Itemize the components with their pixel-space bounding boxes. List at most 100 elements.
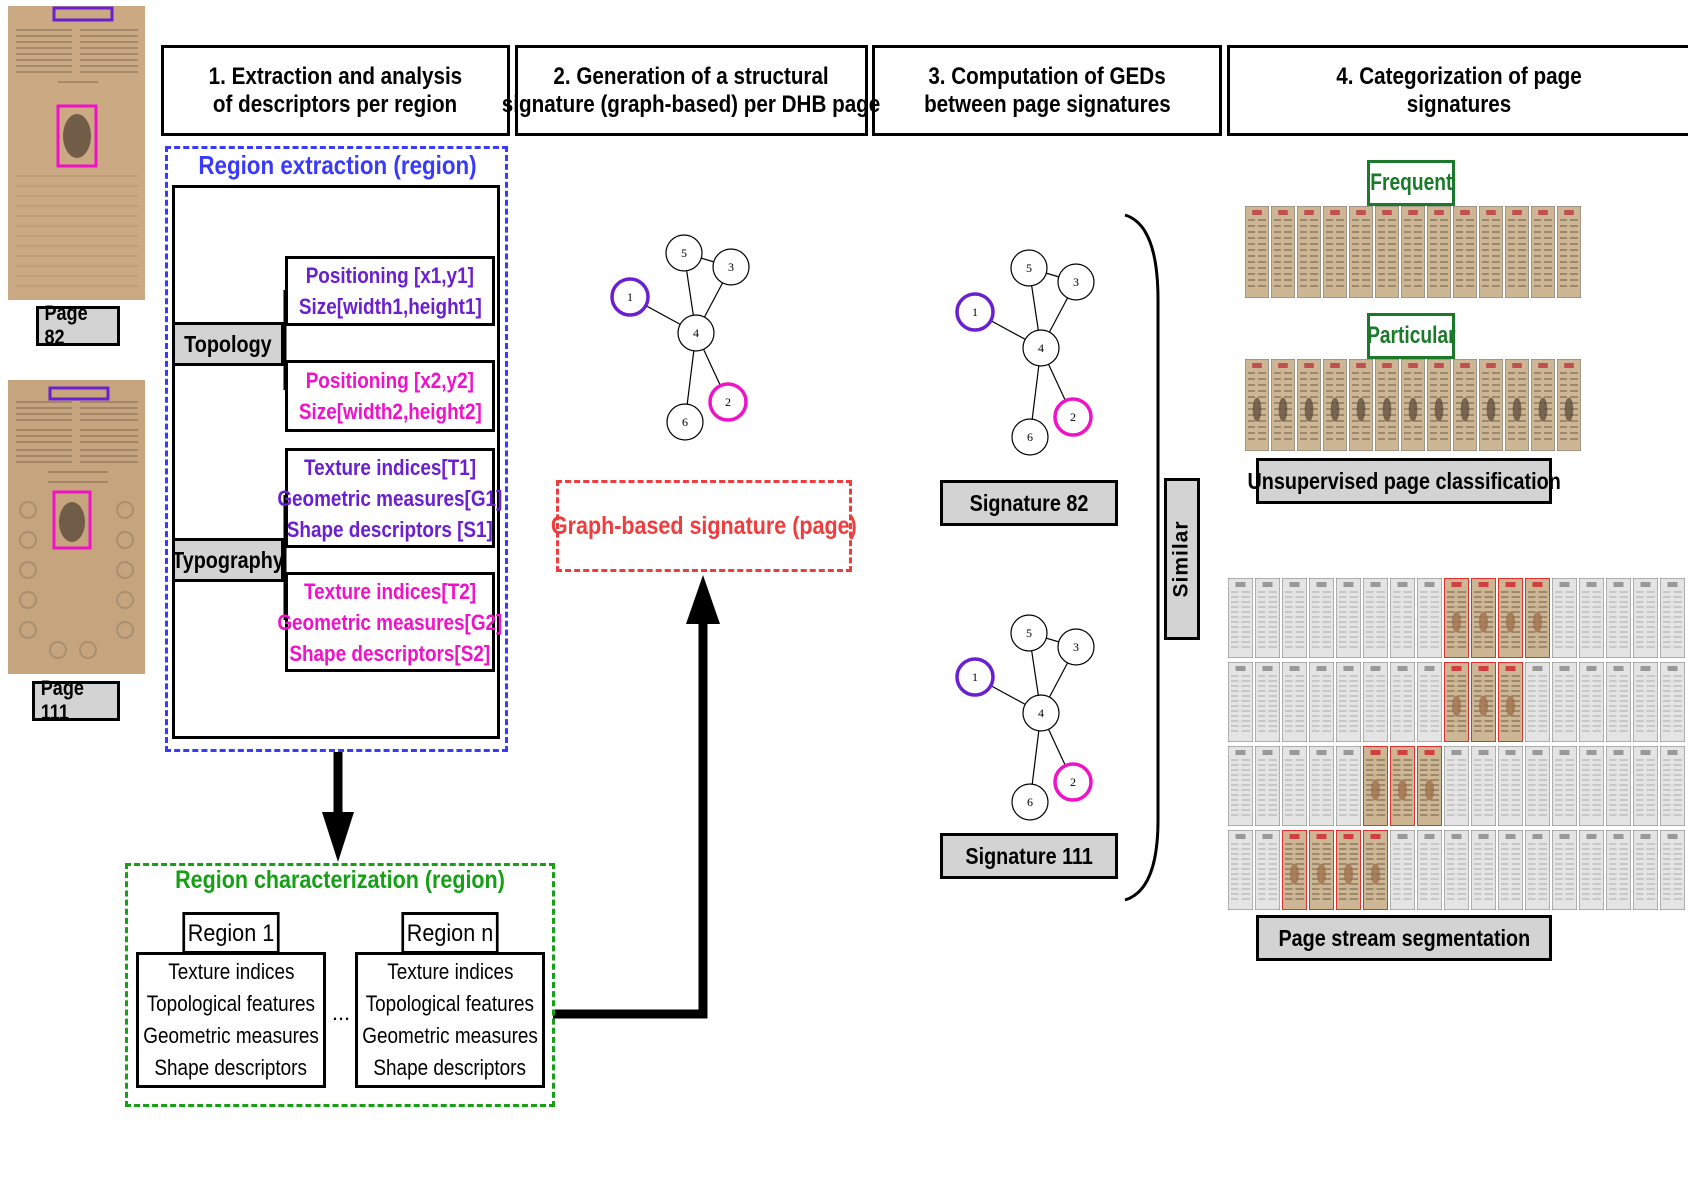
arrow-to-graph-signature	[553, 575, 720, 1019]
region-extraction-title: Region extraction (region)	[198, 150, 477, 180]
step-3-line-1: 3. Computation of GEDs	[928, 62, 1166, 90]
page-thumbnail	[1245, 206, 1269, 298]
page-thumbnail	[1633, 578, 1658, 658]
topology-1-size: Size[width1,height1]	[298, 294, 482, 319]
step-1-line-1: 1. Extraction and analysis	[208, 62, 463, 90]
graph-node-label-2: 2	[725, 395, 731, 409]
step-3-line-2: between page signatures	[923, 90, 1171, 118]
page-thumbnail	[1471, 746, 1496, 826]
page-thumbnail	[1660, 746, 1685, 826]
page-82-label-text: Page 82	[44, 302, 88, 349]
page-thumbnail	[1444, 662, 1469, 742]
page-thumbnail	[1444, 746, 1469, 826]
page-thumbnail	[1552, 746, 1577, 826]
typography-1-geometric: Geometric measures[G1]	[277, 485, 503, 511]
page-thumbnail	[1498, 746, 1523, 826]
graph-node-5	[1010, 249, 1048, 287]
region-1-label: Region 1	[182, 912, 280, 954]
graph-node-1	[610, 277, 650, 317]
page-thumbnail	[1363, 578, 1388, 658]
page-thumbnail	[1579, 662, 1604, 742]
page-thumbnail	[1282, 830, 1307, 910]
region-1-features: Texture indices Topological features Geo…	[136, 952, 326, 1088]
page-thumbnail	[1336, 830, 1361, 910]
page-thumbnail	[1390, 578, 1415, 658]
page-thumbnail	[1349, 359, 1373, 451]
page-thumbnail	[1336, 662, 1361, 742]
page-thumbnail	[1579, 746, 1604, 826]
graph-node-4	[677, 314, 715, 352]
page-thumbnail	[1606, 662, 1631, 742]
similar-label: Similar	[1170, 520, 1194, 598]
graph-node-3	[1057, 628, 1095, 666]
graph-node-label-5: 5	[1026, 626, 1032, 640]
graph-node-label-3: 3	[728, 260, 734, 274]
frequent-pages-strip	[1245, 206, 1688, 302]
page-thumbnail	[1297, 359, 1321, 451]
typography-2-texture: Texture indices[T2]	[303, 578, 477, 604]
page-thumbnail	[1323, 359, 1347, 451]
page-thumbnail	[1606, 830, 1631, 910]
region-characterization-panel	[125, 863, 555, 1107]
page-thumbnail	[1375, 359, 1399, 451]
topology-2-size: Size[width2,height2]	[298, 399, 482, 424]
page-thumbnail	[1525, 746, 1550, 826]
step-4-header: 4. Categorization of page signatures	[1227, 45, 1688, 136]
graph-node-label-3: 3	[1073, 275, 1079, 289]
page-thumbnail	[1471, 830, 1496, 910]
frequent-label: Frequent	[1369, 169, 1453, 196]
graph-node-3	[712, 248, 750, 286]
segmentation-label: Page stream segmentation	[1278, 924, 1530, 951]
typography-region-1-box: Texture indices[T1] Geometric measures[G…	[277, 448, 503, 548]
page-thumbnail	[1390, 830, 1415, 910]
graph-node-3	[1057, 263, 1095, 301]
page-thumbnail	[1390, 746, 1415, 826]
region-n-texture-indices: Texture indices	[386, 959, 514, 984]
step-1-line-2: of descriptors per region	[213, 90, 458, 118]
signature-82-text: Signature 82	[969, 489, 1089, 516]
page-thumbnail	[1557, 359, 1581, 451]
graph-node-6	[1011, 783, 1049, 821]
similar-label-box: Similar	[1164, 478, 1200, 640]
page-thumbnail	[1505, 359, 1529, 451]
page-thumbnail	[1427, 359, 1451, 451]
page-thumbnail	[1525, 662, 1550, 742]
page-thumbnail	[1401, 359, 1425, 451]
page-thumbnail	[1606, 578, 1631, 658]
step-2-line-2: signature (graph-based) per DHB page	[502, 90, 881, 118]
graph-signature-box: Graph-based signature (page)	[551, 480, 857, 572]
topology-2-positioning: Positioning [x2,y2]	[305, 368, 475, 393]
page-thumbnail	[1505, 206, 1529, 298]
graph-node-label-1: 1	[972, 670, 978, 684]
graph-node-label-1: 1	[972, 305, 978, 319]
arrow-down-to-characterization	[322, 752, 354, 862]
page-thumbnail	[1323, 206, 1347, 298]
particular-pages-strip	[1245, 359, 1688, 455]
page-111-scan-image	[8, 380, 145, 674]
graph-node-label-5: 5	[1026, 261, 1032, 275]
graph-node-label-4: 4	[1038, 706, 1044, 720]
typography-region-2-box: Texture indices[T2] Geometric measures[G…	[277, 572, 503, 672]
page-thumbnail	[1309, 578, 1334, 658]
graph-node-label-2: 2	[1070, 410, 1076, 424]
graph-node-2	[1053, 397, 1093, 437]
page-thumbnail	[1471, 578, 1496, 658]
graph-node-label-6: 6	[1027, 430, 1033, 444]
page-thumbnail	[1552, 578, 1577, 658]
page-thumbnail	[1633, 662, 1658, 742]
page-thumbnail	[1245, 359, 1269, 451]
graph-node-label-1: 1	[627, 290, 633, 304]
page-thumbnail	[1255, 746, 1280, 826]
graph-node-label-6: 6	[682, 415, 688, 429]
page-thumbnail	[1579, 578, 1604, 658]
page-thumbnail	[1363, 662, 1388, 742]
page-thumbnail	[1557, 206, 1581, 298]
region-n-features: Texture indices Topological features Geo…	[355, 952, 545, 1088]
page-thumbnail	[1453, 359, 1477, 451]
graph-node-label-6: 6	[1027, 795, 1033, 809]
graph-node-2	[1053, 762, 1093, 802]
page-thumbnail	[1309, 746, 1334, 826]
